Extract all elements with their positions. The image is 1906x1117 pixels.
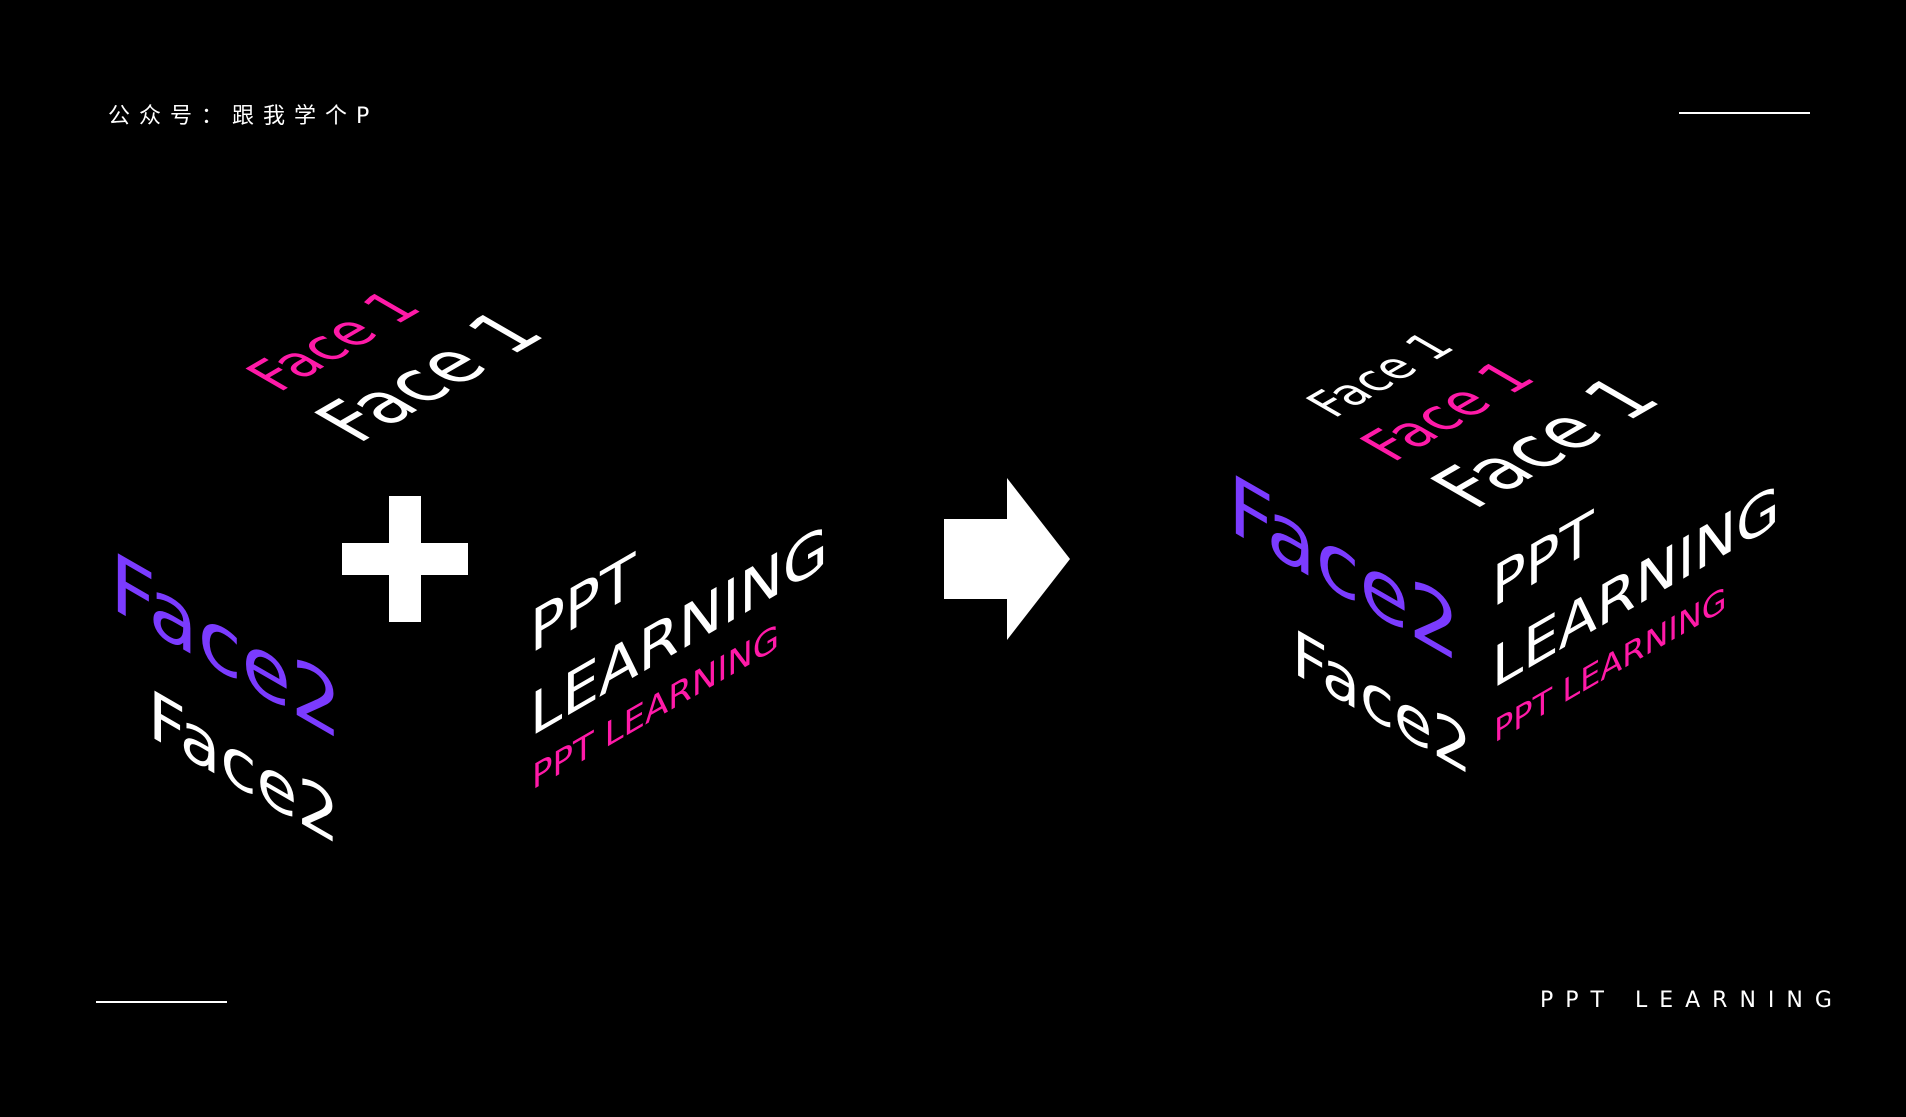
top-rule [1679,112,1810,114]
account-title: 公众号：跟我学个P [108,104,379,129]
plus-icon [342,496,468,622]
bottom-rule [96,1001,227,1003]
footer-brand: PPT LEARNING [1540,988,1844,1013]
arrow-right-icon [944,478,1070,640]
